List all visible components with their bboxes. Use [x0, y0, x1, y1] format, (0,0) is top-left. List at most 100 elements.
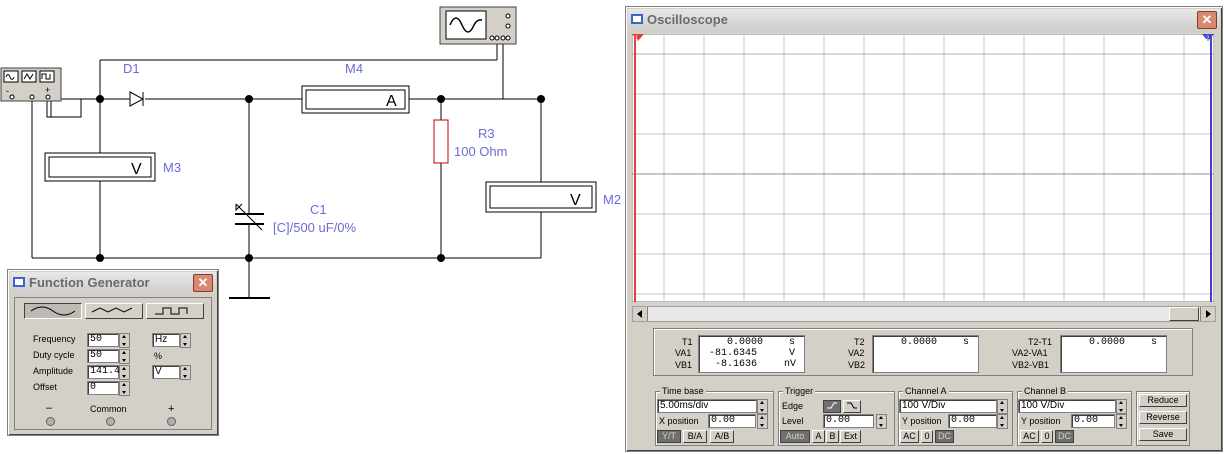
reduce-button[interactable]: Reduce [1139, 394, 1187, 407]
channel-a-ypos-input[interactable]: 0.00 [948, 414, 997, 428]
fg-offset-label: Offset [33, 382, 57, 392]
trigger-ext-button[interactable]: Ext [840, 430, 861, 443]
fg-sine-wave-button[interactable] [24, 303, 82, 319]
diode-d1 [129, 91, 145, 107]
fg-frequency-input[interactable]: 50 [87, 333, 119, 347]
fg-frequency-spinner[interactable] [119, 333, 130, 348]
channel-a-ac-button[interactable]: AC [900, 430, 919, 443]
channel-b-scale-spinner[interactable] [1116, 399, 1127, 414]
trigger-b-button[interactable]: B [826, 430, 839, 443]
fg-offset-spinner[interactable] [119, 381, 130, 396]
m4-unit: A [386, 93, 397, 110]
cursor-2-label: 2 [1206, 36, 1210, 42]
channel-a-ypos-spinner[interactable] [997, 414, 1008, 429]
vb2-label: VB2 [848, 360, 866, 370]
fg-minus-label: – [46, 402, 53, 414]
xpos-label: X position [659, 416, 699, 426]
trigger-a-button[interactable]: A [812, 430, 825, 443]
osc-screen[interactable]: 1 2 [632, 34, 1214, 302]
cursor-1-marker [632, 34, 644, 41]
fg-frequency-unit-spinner[interactable] [180, 333, 191, 348]
label-c1-value: [C]/500 uF/0% [273, 220, 357, 235]
fg-frequency-label: Frequency [33, 334, 76, 344]
channel-a-scale-select[interactable]: 100 V/Div [899, 399, 997, 413]
channel-a-scale-spinner[interactable] [997, 399, 1008, 414]
cursor-1-label: 1 [635, 36, 639, 42]
fg-amplitude-input[interactable]: 141.4 [87, 365, 120, 379]
trigger-auto-button[interactable]: Auto [780, 430, 810, 443]
mode-ba-button[interactable]: B/A [683, 430, 707, 443]
label-d1: D1 [123, 61, 140, 76]
fg-duty-cycle-input[interactable]: 50 [87, 349, 119, 363]
channel-b-ac-button[interactable]: AC [1020, 430, 1039, 443]
edge-rising-button[interactable] [823, 400, 841, 413]
timebase-spinner[interactable] [757, 399, 768, 414]
fg-common-terminal-icon[interactable] [106, 417, 115, 426]
square-wave-icon [155, 307, 188, 315]
function-generator-instrument [0, 67, 62, 102]
edge-falling-button[interactable] [843, 400, 861, 413]
mode-ab-button[interactable]: A/B [710, 430, 734, 443]
dt-value: 0.0000 [1089, 337, 1126, 348]
fg-close-button[interactable]: ✕ [193, 274, 213, 292]
channel-a-dc-button[interactable]: DC [935, 430, 954, 443]
edge-label: Edge [782, 401, 804, 411]
fg-title: Function Generator [29, 274, 150, 290]
timebase-title: Time base [660, 386, 706, 396]
channel-b-ypos-spinner[interactable] [1116, 414, 1127, 429]
fg-amplitude-spinner[interactable] [119, 365, 130, 380]
timebase-select[interactable]: 5.00ms/div [657, 399, 757, 413]
fg-triangle-wave-button[interactable] [85, 303, 143, 319]
oscilloscope-instrument [439, 6, 517, 45]
fg-duty-cycle-spinner[interactable] [119, 349, 130, 364]
t1-unit: s [789, 337, 796, 348]
t2-value: 0.0000 [901, 337, 938, 348]
label-m4: M4 [345, 61, 363, 76]
scroll-left-arrow[interactable] [633, 307, 648, 321]
osc-titlebar[interactable]: Oscilloscope ✕ [628, 9, 1220, 29]
channel-a-zero-button[interactable]: 0 [921, 430, 933, 443]
scroll-right-arrow[interactable] [1200, 307, 1215, 321]
fg-offset-input[interactable]: 0 [87, 381, 119, 395]
osc-readout-panel [653, 328, 1193, 376]
channel-b-ypos-input[interactable]: 0.00 [1071, 414, 1115, 428]
reverse-button[interactable]: Reverse [1139, 411, 1187, 424]
osc-title: Oscilloscope [647, 11, 728, 27]
scroll-thumb[interactable] [1169, 307, 1199, 321]
window-icon [631, 14, 643, 24]
xpos-input[interactable]: 0.00 [708, 414, 756, 428]
dvb-label: VB2-VB1 [1012, 360, 1050, 370]
dt-readout: 0.0000 s [1060, 335, 1167, 373]
t2-label: T2 [854, 337, 865, 347]
channel-b-dc-button[interactable]: DC [1055, 430, 1074, 443]
variable-capacitor-c1 [235, 203, 264, 231]
fg-amplitude-unit-spinner[interactable] [180, 365, 191, 380]
channel-b-zero-button[interactable]: 0 [1041, 430, 1053, 443]
fg-common-label: Common [90, 404, 127, 414]
trigger-title: Trigger [783, 386, 816, 396]
fg-plus-terminal-icon[interactable] [167, 417, 176, 426]
osc-close-button[interactable]: ✕ [1197, 11, 1217, 29]
va2-label: VA2 [848, 348, 865, 358]
save-button[interactable]: Save [1139, 428, 1187, 441]
mode-yt-button[interactable]: Y/T [657, 430, 681, 443]
dt-label: T2-T1 [1028, 337, 1053, 347]
fg-plus-label: + [168, 403, 175, 415]
level-input[interactable]: 0.00 [823, 414, 874, 428]
osc-horizontal-scrollbar[interactable] [632, 306, 1216, 322]
vb1-unit: nV [784, 359, 797, 370]
channel-b-scale-select[interactable]: 100 V/Div [1018, 399, 1116, 413]
triangle-wave-icon [91, 307, 133, 313]
fg-titlebar[interactable]: Function Generator ✕ [10, 272, 216, 292]
t1-label: T1 [682, 337, 693, 347]
m2-unit: V [570, 192, 581, 209]
xpos-spinner[interactable] [757, 414, 768, 429]
fg-frequency-unit-select[interactable]: Hz [152, 333, 180, 347]
va1-unit: V [789, 348, 796, 359]
fg-amplitude-unit-select[interactable]: V [152, 365, 180, 379]
channel-b-title: Channel B [1022, 386, 1069, 396]
channel-a-ypos-label: Y position [902, 416, 942, 426]
fg-square-wave-button[interactable] [146, 303, 204, 319]
fg-minus-terminal-icon[interactable] [46, 417, 55, 426]
level-spinner[interactable] [876, 414, 887, 429]
